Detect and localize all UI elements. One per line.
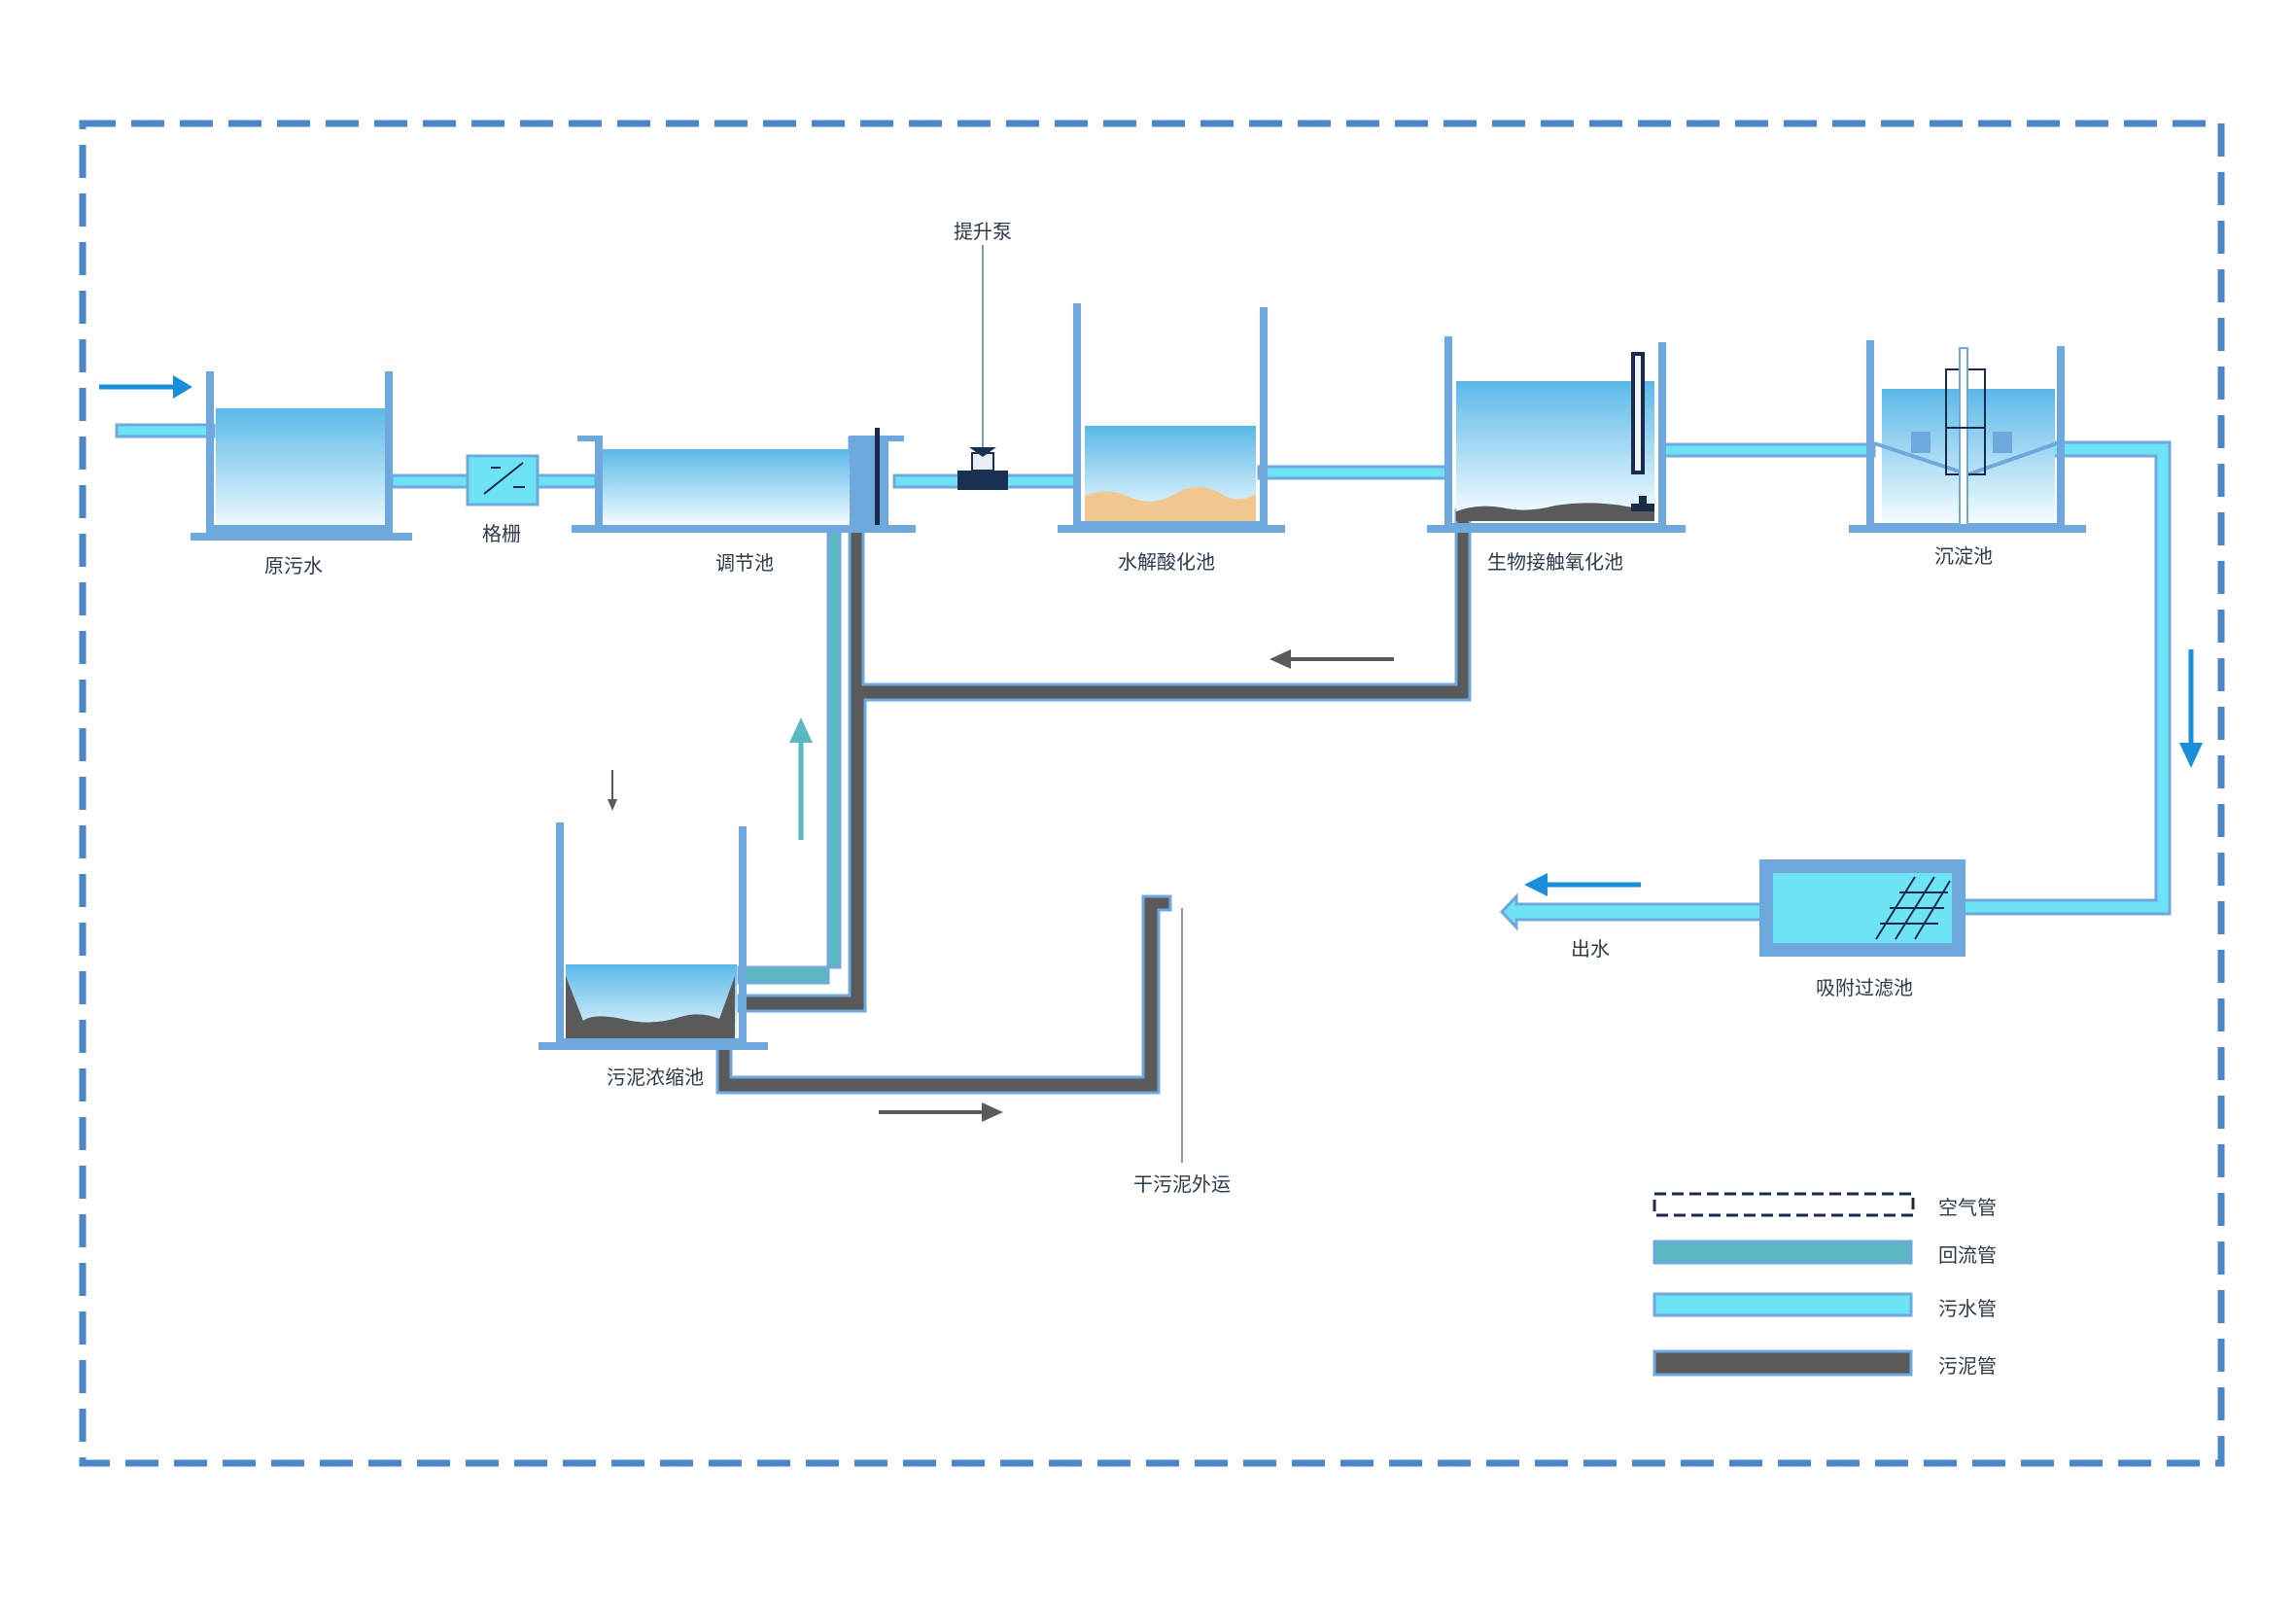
arrow-sludge-right (879, 1102, 1003, 1122)
legend-swatch-sludge (1652, 1349, 1913, 1377)
sludge-pipe-to-dry-sludge (715, 894, 1172, 1095)
legend-swatch-return (1652, 1240, 1913, 1265)
arrow-inlet (99, 375, 192, 399)
legend (1652, 1192, 1915, 1377)
label-bio-tank: 生物接触氧化池 (1487, 550, 1623, 574)
label-grille: 格栅 (482, 522, 521, 545)
label-dry-sludge: 干污泥外运 (1133, 1172, 1231, 1196)
label-hydrolysis-tank: 水解酸化池 (1118, 550, 1215, 574)
hydrolysis-tank (1058, 303, 1285, 533)
label-outflow: 出水 (1571, 937, 1610, 961)
legend-label-sludge: 污泥管 (1938, 1354, 1997, 1378)
raw-sewage-tank (191, 371, 412, 541)
bio-oxidation-tank (1427, 336, 1686, 533)
label-adjust-tank: 调节池 (715, 551, 774, 575)
label-lift-pump: 提升泵 (954, 220, 1012, 243)
lift-pump (957, 245, 1008, 490)
inlet-pipe (115, 423, 216, 438)
adjust-tank (572, 428, 916, 533)
label-settling-tank: 沉淀池 (1934, 544, 1993, 568)
arrow-sludge-left (1270, 649, 1394, 669)
pipe-grille-to-adjust (536, 473, 598, 489)
flow-arrows (99, 375, 2203, 1122)
arrow-return-up (789, 717, 813, 840)
label-sludge-tank: 污泥浓缩池 (607, 1066, 704, 1089)
pipe-raw-to-grille (390, 473, 471, 489)
arrow-down-right (2179, 649, 2203, 768)
outer-frame (79, 120, 2225, 1467)
filter-tank (1759, 859, 1966, 957)
legend-swatch-sewage (1652, 1292, 1913, 1317)
label-filter-tank: 吸附过滤池 (1816, 976, 1913, 999)
arrow-outflow (1524, 873, 1641, 896)
return-pipe (737, 523, 842, 985)
grille-unit (466, 454, 539, 507)
pipe-bio-to-settling (1658, 442, 1876, 458)
pipe-outflow (1499, 892, 1766, 931)
settling-tank (1849, 340, 2086, 533)
legend-label-return: 回流管 (1938, 1243, 1997, 1267)
arrow-small-down (608, 770, 617, 811)
legend-label-air: 空气管 (1938, 1196, 1997, 1219)
sludge-thickener (539, 822, 768, 1050)
legend-label-sewage: 污水管 (1938, 1297, 1997, 1320)
label-raw-sewage: 原污水 (264, 554, 323, 577)
pipe-hydrolysis-to-bio (1257, 465, 1448, 480)
legend-swatch-air (1652, 1192, 1915, 1217)
